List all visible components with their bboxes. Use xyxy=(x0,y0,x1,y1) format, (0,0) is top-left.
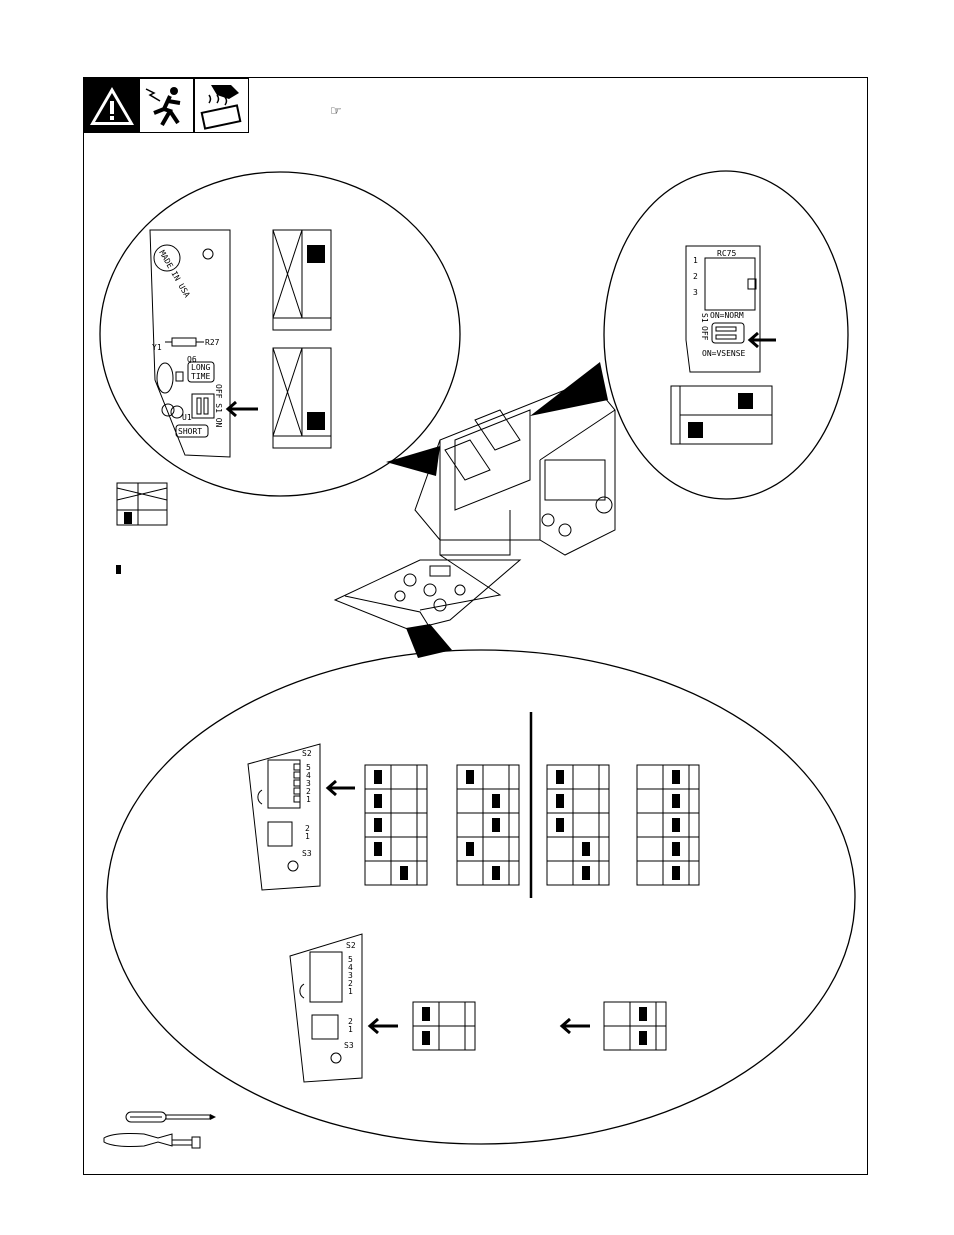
s3-label-top: S3 xyxy=(302,849,312,858)
dip-tables-top xyxy=(364,764,700,886)
pcb-board-bottom: S2 5 4 3 2 1 2 1 S3 xyxy=(289,933,590,1083)
s2-pos1-bottom: 1 xyxy=(348,987,353,996)
switch-position-short xyxy=(272,347,332,449)
s2-pos1-top: 1 xyxy=(306,795,311,804)
machine-chassis xyxy=(333,379,616,631)
reference-icon: ☞ xyxy=(330,104,342,119)
q6-label: Q6 xyxy=(187,355,197,364)
long-label: LONG xyxy=(191,363,210,372)
dip-table-top-2 xyxy=(546,764,610,886)
dip-table-top-3 xyxy=(636,764,700,886)
s3-pos2-bottom: 2 xyxy=(348,1017,353,1026)
r27-label: R27 xyxy=(205,338,220,347)
s2-pos2-bottom: 2 xyxy=(348,979,353,988)
pcb-board-top: S2 5 4 3 2 1 2 1 S3 xyxy=(247,743,355,891)
switch-position-long xyxy=(272,229,332,331)
dip-tables-bottom xyxy=(412,1001,667,1051)
time-label: TIME xyxy=(191,372,210,381)
screwdriver-phillips-icon xyxy=(125,1111,216,1123)
dip-lever xyxy=(374,770,382,784)
s3-pos2-top: 2 xyxy=(305,824,310,833)
dip-lever xyxy=(556,794,564,808)
electric-shock-icon xyxy=(139,78,194,133)
hot-parts-icon xyxy=(194,78,249,133)
y1-label: Y1 xyxy=(152,343,162,352)
dip-lever xyxy=(556,770,564,784)
dip-lever xyxy=(466,842,474,856)
s3-label-bottom: S3 xyxy=(344,1041,354,1050)
dip-lever xyxy=(639,1007,647,1021)
s2-pos5-top: 5 xyxy=(306,763,311,772)
s2-pos4-bottom: 4 xyxy=(348,963,353,972)
dip-lever xyxy=(492,866,500,880)
dip-lever xyxy=(422,1031,430,1045)
warning-icons xyxy=(84,78,249,133)
dip-table-bottom-0 xyxy=(412,1001,476,1051)
s2-pos4-top: 4 xyxy=(306,771,311,780)
dip-lever xyxy=(422,1007,430,1021)
made-in-usa-label: MADE IN USA xyxy=(157,249,191,300)
dip-lever xyxy=(466,770,474,784)
left-zoom-circle: MADE IN USA R27 Y1 Q6 LONG TIME OFF S1 O… xyxy=(99,171,461,497)
s3-pos1-bottom: 1 xyxy=(348,1025,353,1034)
dip-lever xyxy=(492,794,500,808)
s2-label-bottom: S2 xyxy=(346,941,356,950)
warning-triangle-icon xyxy=(84,78,139,133)
dip-lever xyxy=(672,842,680,856)
dip-lever xyxy=(582,866,590,880)
page-frame xyxy=(83,77,868,1175)
s2-label-top: S2 xyxy=(302,749,312,758)
dip-table-bottom-1 xyxy=(603,1001,667,1051)
dip-lever xyxy=(492,818,500,832)
dip-lever xyxy=(582,842,590,856)
dip-lever xyxy=(672,866,680,880)
on-vsense-label: ON=VSENSE xyxy=(702,349,746,358)
dip-lever xyxy=(639,1031,647,1045)
screwdriver-flat-icon xyxy=(103,1133,201,1149)
s2-pos3-top: 3 xyxy=(306,779,311,788)
rc75-label: RC75 xyxy=(717,249,736,258)
dip-lever xyxy=(672,770,680,784)
s3-pos1-top: 1 xyxy=(305,832,310,841)
pin2-label: 2 xyxy=(693,272,698,281)
dip-lever xyxy=(400,866,408,880)
s1-label: S1 xyxy=(700,313,709,323)
dip-table-top-1 xyxy=(456,764,520,886)
s2-pos3-bottom: 3 xyxy=(348,971,353,980)
dip-lever xyxy=(374,818,382,832)
pin3-label: 3 xyxy=(693,288,698,297)
s1-switch-label: OFF S1 ON xyxy=(214,384,223,428)
dip-lever xyxy=(556,818,564,832)
u1-label: U1 xyxy=(182,413,192,422)
dip-lever xyxy=(374,794,382,808)
off-label: OFF xyxy=(700,326,709,341)
pin1-label: 1 xyxy=(693,256,698,265)
legend-switch xyxy=(116,482,168,574)
short-label: SHORT xyxy=(178,427,202,436)
dip-lever xyxy=(672,818,680,832)
dip-lever xyxy=(374,842,382,856)
s2-pos5-bottom: 5 xyxy=(348,955,353,964)
on-norm-label: ON=NORM xyxy=(710,311,744,320)
bottom-zoom-ellipse: S2 5 4 3 2 1 2 1 S3 S2 5 4 3 2 1 xyxy=(106,649,856,1145)
dip-lever xyxy=(672,794,680,808)
right-zoom-circle: RC75 1 2 3 ON=NORM S1 OFF ON=VSENSE xyxy=(530,170,849,500)
s2-pos2-top: 2 xyxy=(306,787,311,796)
dip-table-top-0 xyxy=(364,764,428,886)
